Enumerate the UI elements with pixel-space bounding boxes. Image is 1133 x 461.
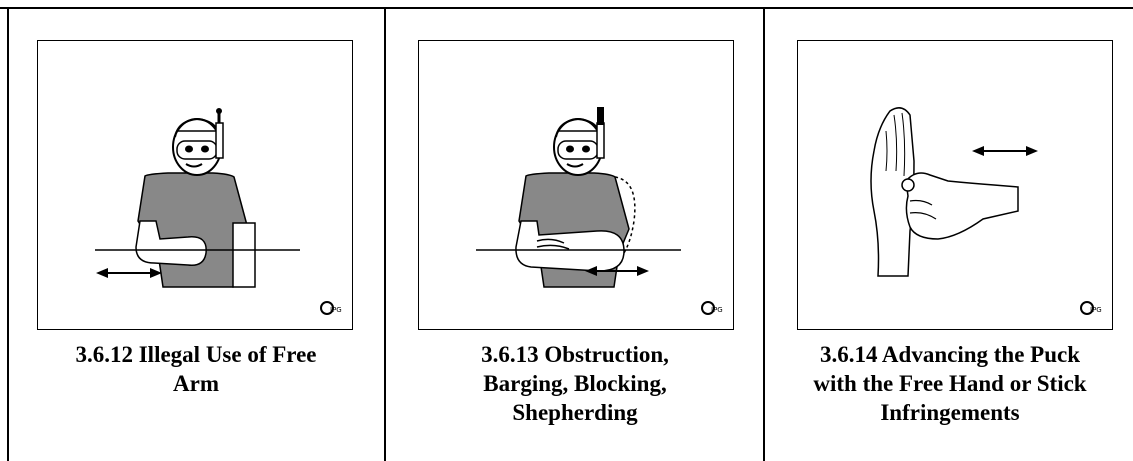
- caption-line: Arm: [11, 369, 381, 398]
- column-divider-left: [7, 8, 9, 461]
- caption-line: with the Free Hand or Stick: [767, 369, 1133, 398]
- caption-line: 3.6.14 Advancing the Puck: [767, 340, 1133, 369]
- svg-text:JPG: JPG: [710, 306, 723, 314]
- top-rule: [0, 7, 1133, 9]
- svg-text:JPG: JPG: [329, 306, 342, 314]
- caption-line: 3.6.12 Illegal Use of Free: [11, 340, 381, 369]
- illustration-frame-free-arm: JPG: [37, 40, 353, 330]
- caption-advancing-puck: 3.6.14 Advancing the Puck with the Free …: [767, 340, 1133, 427]
- referee-free-arm-illustration: JPG: [38, 41, 353, 330]
- hand-push-illustration: JPG: [798, 41, 1113, 330]
- caption-line: Barging, Blocking,: [390, 369, 760, 398]
- caption-line: Shepherding: [390, 398, 760, 427]
- referee-obstruction-illustration: JPG: [419, 41, 734, 330]
- illustration-frame-obstruction: JPG: [418, 40, 734, 330]
- svg-text:JPG: JPG: [1089, 306, 1102, 314]
- illustration-frame-advancing-puck: JPG: [797, 40, 1113, 330]
- column-divider-middle-right: [763, 8, 765, 461]
- column-divider-middle-left: [384, 8, 386, 461]
- caption-obstruction: 3.6.13 Obstruction, Barging, Blocking, S…: [390, 340, 760, 427]
- caption-line: 3.6.13 Obstruction,: [390, 340, 760, 369]
- caption-free-arm: 3.6.12 Illegal Use of Free Arm: [11, 340, 381, 398]
- caption-line: Infringements: [767, 398, 1133, 427]
